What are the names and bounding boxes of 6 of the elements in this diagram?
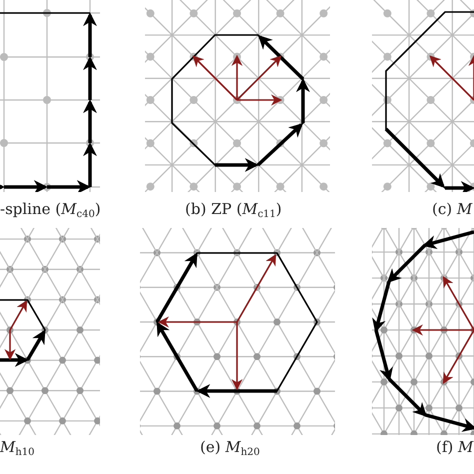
panel-caption: -spline (M$_{c40}$) [0, 200, 101, 222]
panel-caption: (e) M$_{h20}$ [200, 438, 260, 460]
panel-caption: (c) M [432, 200, 472, 218]
panel-caption: (b) ZP (M$_{c11}$) [185, 200, 282, 222]
panel-caption: M$_{h10}$ [0, 438, 35, 460]
panel-caption: (f) M [436, 438, 474, 456]
